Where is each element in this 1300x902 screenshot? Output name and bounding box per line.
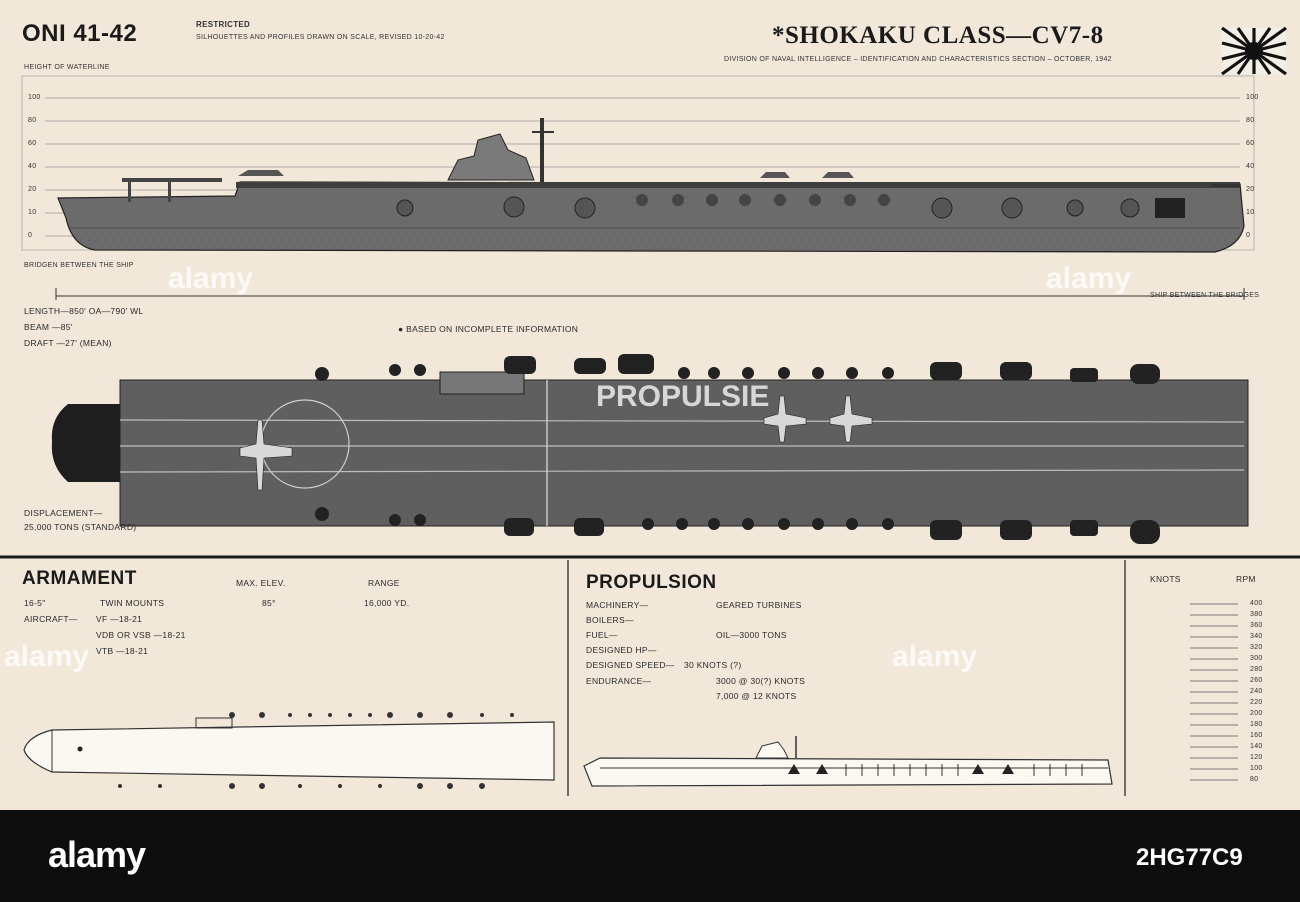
restricted-label: RESTRICTED bbox=[196, 20, 251, 29]
rising-sun-flag-icon bbox=[1221, 26, 1287, 76]
artwork-layer bbox=[0, 26, 1300, 796]
displacement-value: 25,000 TONS (STANDARD) bbox=[24, 522, 137, 532]
recognition-sheet: ONI 41-42 RESTRICTED SILHOUETTES AND PRO… bbox=[0, 0, 1300, 810]
rpm-value: 100 bbox=[1250, 765, 1263, 772]
rpm-value: 400 bbox=[1250, 600, 1263, 607]
scale-right-5: 10 bbox=[1246, 209, 1255, 216]
propulsion-row-0-label: MACHINERY— bbox=[586, 600, 649, 610]
draft-text: DRAFT —27' (MEAN) bbox=[24, 338, 112, 348]
armament-heading: ARMAMENT bbox=[22, 568, 137, 589]
ship-deck-plan bbox=[51, 354, 1249, 544]
image-id-text: 2HG77C9 bbox=[1136, 844, 1243, 871]
propulsion-row-4-value: 30 KNOTS (?) bbox=[684, 660, 742, 670]
armament-col-range: RANGE bbox=[368, 578, 400, 588]
armament-row-0-d: 16,000 YD. bbox=[364, 598, 410, 608]
rpm-value: 260 bbox=[1250, 677, 1263, 684]
rpm-value: 360 bbox=[1250, 622, 1263, 629]
displacement-label: DISPLACEMENT— bbox=[24, 508, 103, 518]
speed-rpm-ticks bbox=[1190, 603, 1238, 781]
profile-left-caption: BRIDGEN BETWEEN THE SHIP bbox=[24, 262, 134, 269]
scale-left-1: 80 bbox=[28, 117, 37, 124]
rpm-value: 320 bbox=[1250, 644, 1263, 651]
propulsion-row-2-label: FUEL— bbox=[586, 630, 618, 640]
propulsion-row-0-value: GEARED TURBINES bbox=[716, 600, 802, 610]
scale-right-3: 40 bbox=[1246, 163, 1255, 170]
watermark-brand: alamy bbox=[168, 262, 254, 295]
stock-footer: alamy 2HG77C9 bbox=[0, 810, 1300, 902]
rpm-value: 280 bbox=[1250, 666, 1263, 673]
scale-left-4: 20 bbox=[28, 186, 37, 193]
scale-note: SILHOUETTES AND PROFILES DRAWN ON SCALE,… bbox=[196, 34, 445, 41]
scale-right-6: 0 bbox=[1246, 232, 1251, 239]
profile-right-caption: SHIP BETWEEN THE BRIDGES bbox=[1150, 292, 1260, 299]
armament-row-3-b: VTB —18-21 bbox=[96, 646, 149, 656]
rpm-value: 200 bbox=[1250, 710, 1263, 717]
armament-col-elev: MAX. ELEV. bbox=[236, 578, 286, 588]
rpm-value: 220 bbox=[1250, 699, 1263, 706]
scale-left-3: 40 bbox=[28, 163, 37, 170]
incomplete-info-note: ● BASED ON INCOMPLETE INFORMATION bbox=[398, 324, 579, 334]
propulsion-row-4-label: DESIGNED SPEED— bbox=[586, 660, 675, 670]
rpm-value: 380 bbox=[1250, 611, 1263, 618]
rpm-value: 340 bbox=[1250, 633, 1263, 640]
scale-left-2: 60 bbox=[28, 140, 37, 147]
armament-row-0-b: TWIN MOUNTS bbox=[100, 598, 165, 608]
armament-row-2-b: VDB OR VSB —18-21 bbox=[96, 630, 186, 640]
scale-right-0: 100 bbox=[1246, 94, 1259, 101]
beam-text: BEAM —85' bbox=[24, 322, 73, 332]
propulsion-row-6-value: 7,000 @ 12 KNOTS bbox=[716, 691, 797, 701]
scale-right-2: 60 bbox=[1246, 140, 1255, 147]
scale-right-1: 80 bbox=[1246, 117, 1255, 124]
ship-side-profile bbox=[57, 118, 1245, 253]
propulsion-row-3-label: DESIGNED HP— bbox=[586, 645, 657, 655]
rpm-value: 180 bbox=[1250, 721, 1263, 728]
watermark-brand: alamy bbox=[892, 640, 978, 673]
rpm-value: 160 bbox=[1250, 732, 1263, 739]
armament-row-1-a: AIRCRAFT— bbox=[24, 614, 78, 624]
armament-row-0-c: 85° bbox=[262, 598, 276, 608]
watermark-brand: alamy bbox=[1046, 262, 1132, 295]
propulsion-row-2-value: OIL—3000 TONS bbox=[716, 630, 787, 640]
small-plan-view bbox=[23, 712, 555, 789]
watermark-brand: alamy bbox=[4, 640, 90, 673]
knots-label: KNOTS bbox=[1150, 574, 1181, 584]
rpm-value: 140 bbox=[1250, 743, 1263, 750]
propulsion-row-1-label: BOILERS— bbox=[586, 615, 634, 625]
rpm-label: RPM bbox=[1236, 574, 1256, 584]
propulsion-row-5-value: 3000 @ 30(?) KNOTS bbox=[716, 676, 806, 686]
scale-right-4: 20 bbox=[1246, 186, 1255, 193]
issuer-line: DIVISION OF NAVAL INTELLIGENCE – IDENTIF… bbox=[724, 56, 1112, 63]
propulsion-row-5-label: ENDURANCE— bbox=[586, 676, 652, 686]
height-label: HEIGHT OF WATERLINE bbox=[24, 64, 110, 71]
small-profile-view bbox=[583, 736, 1113, 787]
footer-brand-logo: alamy bbox=[48, 834, 146, 875]
scale-left-0: 100 bbox=[28, 94, 41, 101]
rpm-value: 300 bbox=[1250, 655, 1263, 662]
length-text: LENGTH—850' OA—790' WL bbox=[24, 306, 144, 316]
armament-row-1-b: VF —18-21 bbox=[96, 614, 143, 624]
rpm-value: 240 bbox=[1250, 688, 1263, 695]
scale-left-6: 0 bbox=[28, 232, 33, 239]
propulsion-heading: PROPULSION bbox=[586, 572, 717, 593]
length-scale-bar bbox=[55, 288, 1245, 300]
armament-row-0-a: 16-5" bbox=[24, 598, 46, 608]
rpm-value: 80 bbox=[1250, 776, 1259, 783]
series-number: ONI 41-42 bbox=[22, 20, 138, 47]
ship-class-title: *SHOKAKU CLASS—CV7-8 bbox=[772, 22, 1104, 49]
scale-left-5: 10 bbox=[28, 209, 37, 216]
watermark-center: PROPULSIE bbox=[596, 380, 770, 413]
rpm-value: 120 bbox=[1250, 754, 1263, 761]
